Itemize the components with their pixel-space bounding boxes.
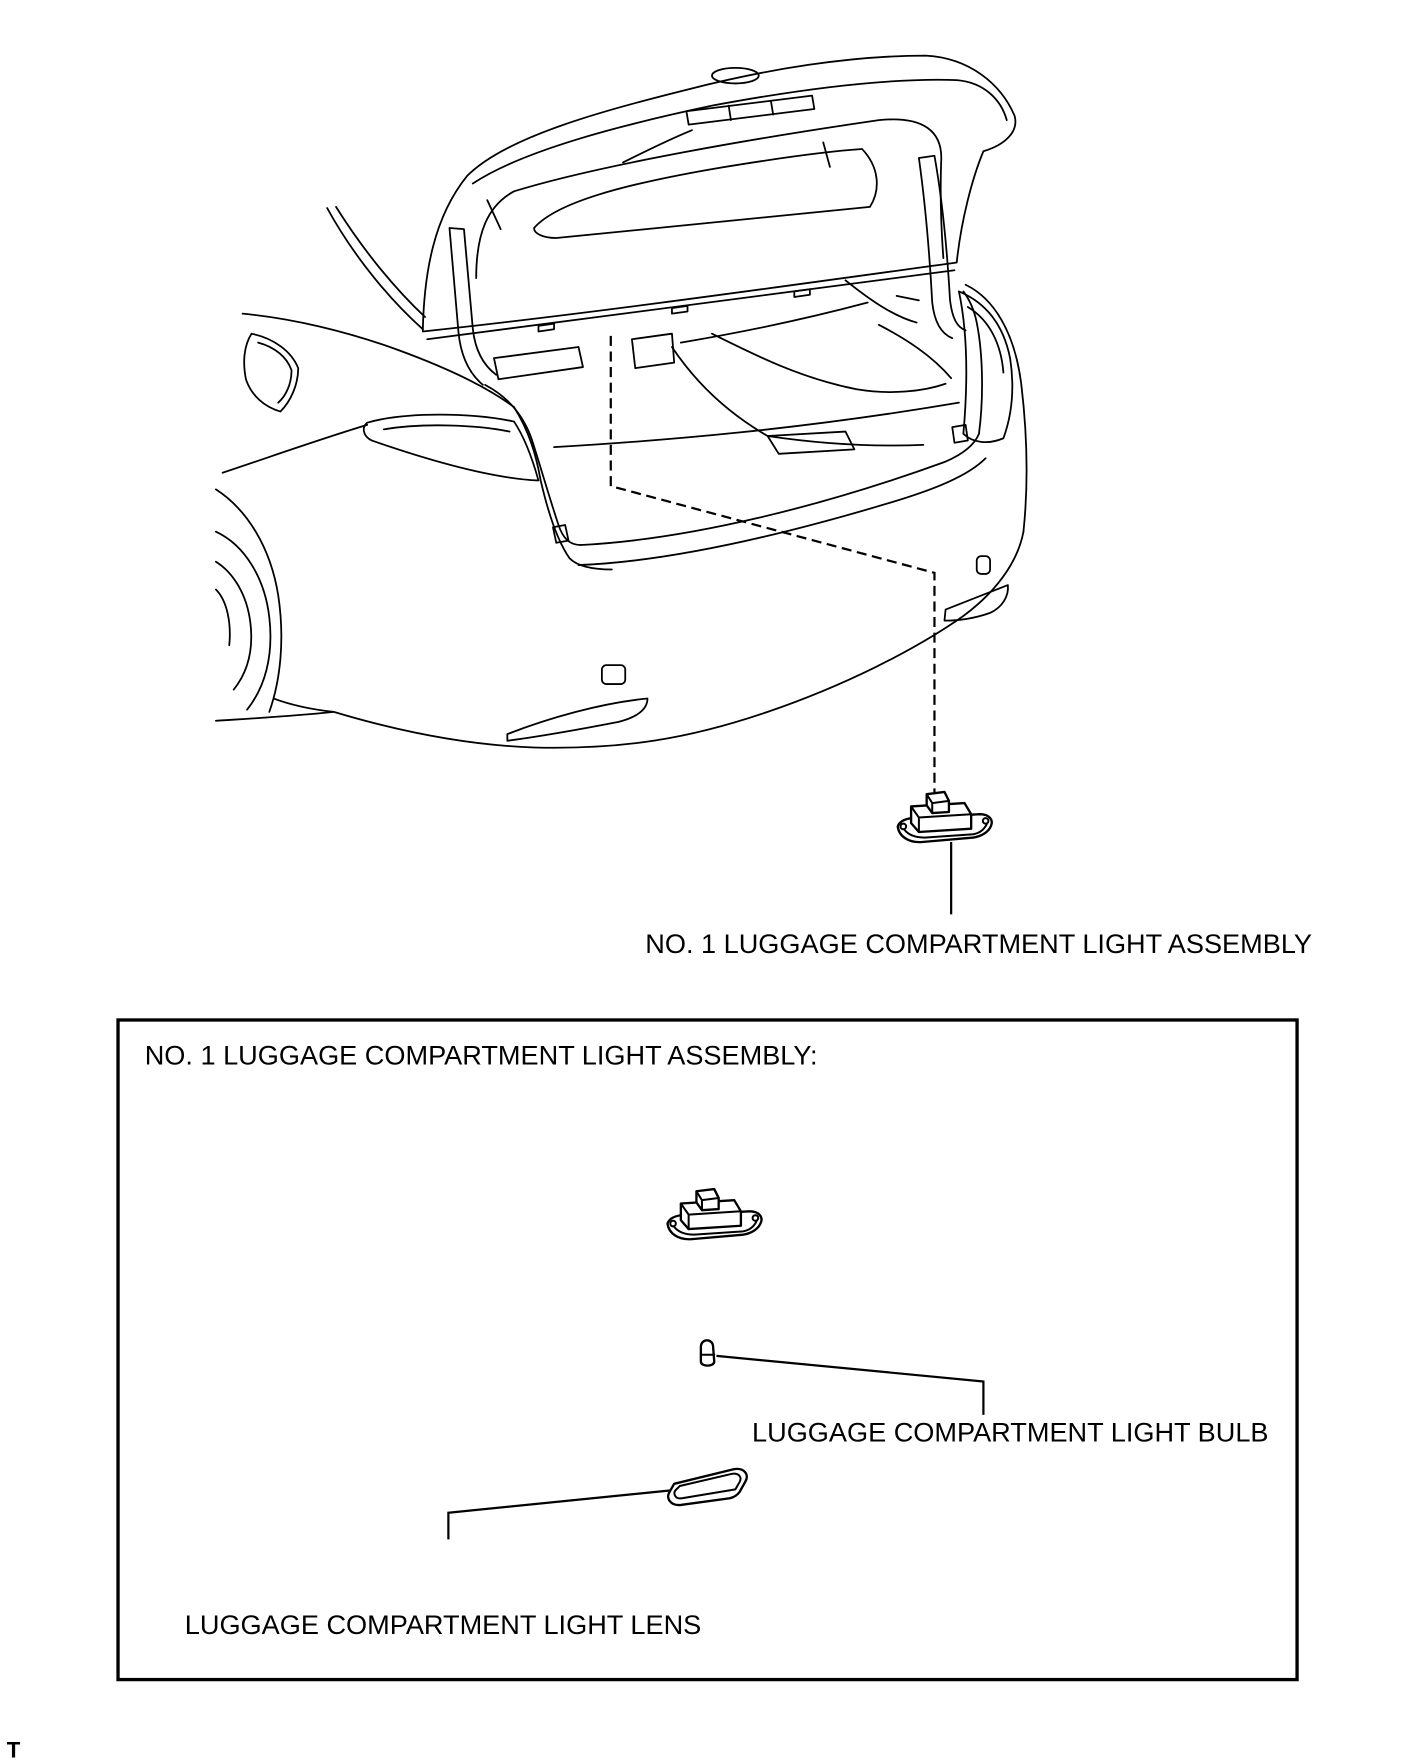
interior-cover-lines — [679, 279, 953, 393]
left-hinge-arm — [448, 227, 498, 386]
quarter-shoulder-line — [241, 312, 515, 408]
assembly-plate-edge — [673, 1220, 758, 1236]
assembly-housing — [909, 801, 973, 834]
trunk-lid-outer — [421, 54, 1017, 333]
assembly-housing-edges — [910, 805, 973, 834]
right-rear-combination-light — [958, 290, 1014, 444]
opening-left-edge — [484, 383, 582, 546]
light-mounting-location — [631, 332, 676, 370]
trunk-lid-skin-edge — [471, 78, 1008, 185]
parking-sensor-right — [975, 555, 991, 575]
light-assembly-detail — [666, 1187, 763, 1241]
right-body-edge — [964, 283, 1028, 533]
rear-bumper-top — [577, 457, 987, 566]
trunk-lid-emblem — [711, 66, 760, 85]
assembly-clip-right — [751, 1214, 760, 1222]
floor-front-edge — [553, 401, 960, 449]
callout-leader-lens — [447, 1489, 670, 1540]
vehicle-body — [215, 205, 1028, 749]
body-lower-left — [215, 697, 335, 722]
assembly-connector-edges — [925, 793, 950, 815]
illustration-code: T — [7, 1737, 21, 1762]
floor-tray — [766, 430, 856, 455]
lock-striker-left — [552, 524, 570, 544]
parking-sensor-left — [600, 664, 627, 685]
trunk-hinges — [448, 154, 967, 386]
bulb-glass — [699, 1339, 716, 1367]
detail-box — [116, 1018, 1299, 1682]
assembly-housing-edges — [679, 1202, 742, 1231]
rear-tire — [215, 530, 272, 711]
trunk-lid — [421, 54, 1017, 341]
floor-mat-edge — [671, 346, 925, 447]
opening-sill — [579, 432, 980, 546]
assembly-clip-right — [981, 817, 990, 825]
trunk-lid-weatherstrip — [426, 269, 956, 341]
fender-crease — [221, 424, 369, 474]
left-rear-combination-light — [362, 413, 540, 482]
callout-leader-bulb — [716, 1354, 985, 1415]
light-assembly-top — [896, 790, 993, 844]
assembly-housing — [679, 1199, 743, 1231]
vehicle-illustration — [215, 54, 1028, 749]
callout-light-lens: LUGGAGE COMPARTMENT LIGHT LENS — [185, 1609, 702, 1640]
lens-inner — [673, 1472, 742, 1500]
quarter-side-reflector — [243, 332, 300, 413]
trunk-lid-inner-frame — [475, 118, 945, 279]
callout-light-bulb: LUGGAGE COMPARTMENT LIGHT BULB — [752, 1417, 1269, 1448]
lock-striker-right — [951, 424, 969, 444]
c-pillar-edge — [326, 205, 426, 331]
right-hinge-arm — [917, 154, 967, 340]
body-left-rear-edge — [513, 406, 613, 571]
callout-light-assembly: NO. 1 LUGGAGE COMPARTMENT LIGHT ASSEMBLY — [645, 928, 1312, 959]
assembly-clip-left — [899, 822, 908, 831]
light-lens — [667, 1467, 748, 1507]
trunk-lid-clips — [537, 288, 811, 333]
interior-trim-panel — [493, 346, 584, 381]
rear-bumper-left-reflector — [506, 697, 649, 742]
trunk-lid-brace — [486, 129, 831, 231]
high-mount-stop-light — [685, 94, 816, 126]
detail-box-title: NO. 1 LUGGAGE COMPARTMENT LIGHT ASSEMBLY… — [145, 1039, 818, 1070]
luggage-compartment — [484, 279, 983, 546]
trunk-lid-inner-recess — [533, 148, 878, 239]
rear-bumper-bottom — [332, 530, 1025, 749]
lens-outer — [667, 1467, 748, 1507]
installation-dashed-leader — [609, 335, 936, 792]
rear-wheel-arch — [215, 488, 283, 713]
opening-right-edge — [962, 290, 983, 435]
light-bulb — [699, 1339, 716, 1367]
rear-bumper-right-reflector — [943, 584, 1009, 622]
assembly-clip-left — [669, 1219, 677, 1228]
assembly-plate-edge — [903, 823, 988, 839]
assembly-connector-edges — [695, 1190, 720, 1212]
